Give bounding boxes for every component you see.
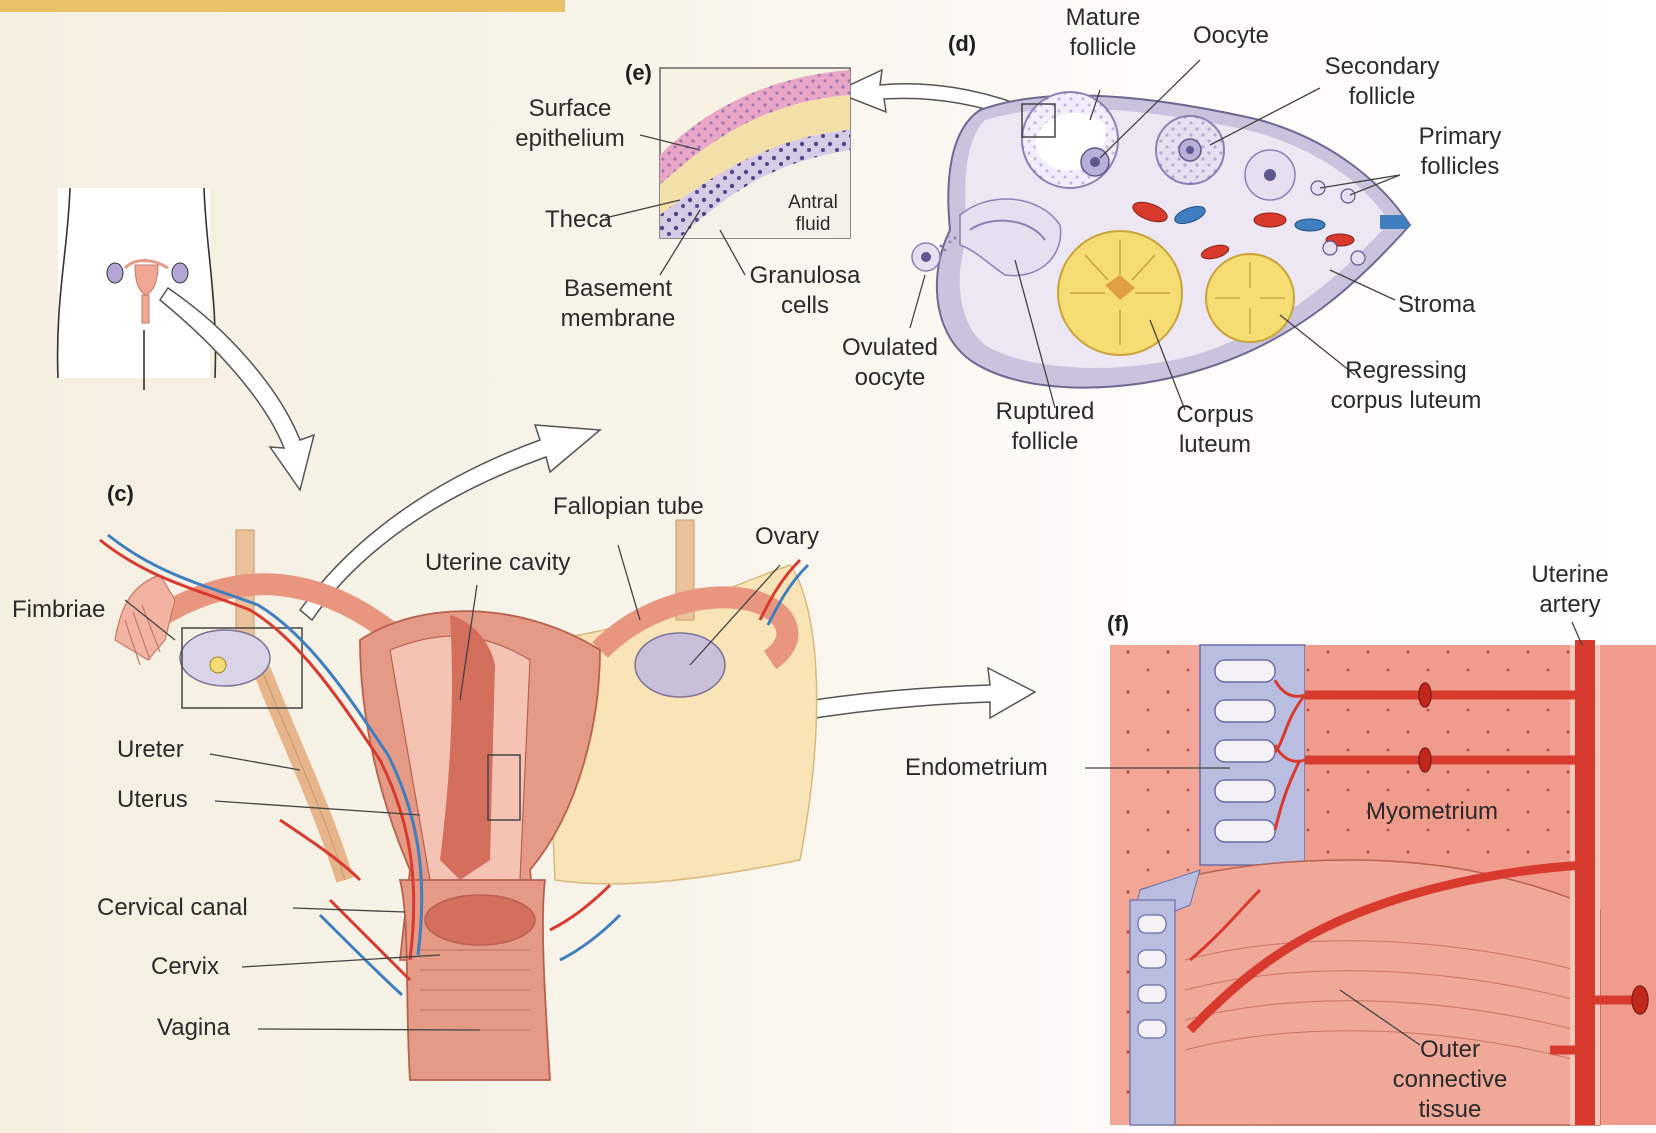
ovary-cross-section	[912, 92, 1440, 388]
label-vagina: Vagina	[157, 1013, 230, 1043]
label-theca: Theca	[545, 205, 612, 235]
label-endometrium: Endometrium	[905, 753, 1048, 783]
label-fallopian-tube: Fallopian tube	[553, 492, 704, 522]
body-silhouette-icon	[58, 188, 216, 390]
label-fimbriae: Fimbriae	[12, 595, 105, 625]
label-cervical-canal: Cervical canal	[97, 893, 248, 923]
panel-label-d: (d)	[948, 31, 976, 57]
label-oocyte: Oocyte	[1193, 21, 1269, 51]
label-stroma: Stroma	[1398, 290, 1475, 320]
panel-label-f: (f)	[1107, 611, 1129, 637]
arrow-to-c	[160, 288, 314, 490]
panel-label-e: (e)	[625, 60, 652, 86]
label-cervix: Cervix	[151, 952, 219, 982]
panel-label-c: (c)	[107, 481, 134, 507]
label-ovary: Ovary	[755, 522, 819, 552]
label-ureter: Ureter	[117, 735, 184, 765]
top-accent-band	[0, 0, 565, 12]
label-uterine-cavity: Uterine cavity	[425, 548, 570, 578]
uterus-illustration	[100, 520, 817, 1080]
label-myometrium: Myometrium	[1366, 797, 1498, 827]
arrow-to-e	[300, 425, 600, 620]
label-uterus: Uterus	[117, 785, 188, 815]
